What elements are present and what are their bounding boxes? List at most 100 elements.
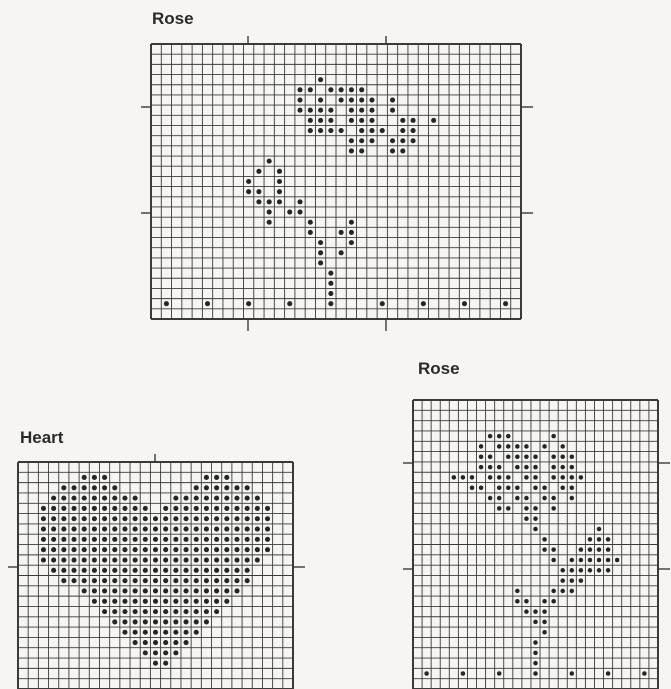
rose-right-dot (570, 496, 575, 501)
rose-right-dot (533, 671, 538, 676)
rose-right-dot (597, 568, 602, 573)
rose-right-dot (506, 444, 511, 449)
rose-right-dot (551, 589, 556, 594)
rose-right-dot (515, 485, 520, 490)
rose-right-dot (515, 589, 520, 594)
rose-right-dot (570, 454, 575, 459)
rose-right-dot (588, 547, 593, 552)
rose-right-dot (533, 475, 538, 480)
rose-right-dot (497, 671, 502, 676)
rose-right-dot (533, 516, 538, 521)
rose-right-dot (597, 537, 602, 542)
rose-right-dot (424, 671, 429, 676)
rose-right-dot (497, 485, 502, 490)
rose-right-dot (524, 465, 529, 470)
rose-right-dot (515, 496, 520, 501)
rose-right-dot (470, 485, 475, 490)
rose-right-dot (542, 485, 547, 490)
rose-right-dot (488, 496, 493, 501)
rose-right-dot (551, 475, 556, 480)
rose-right-dot (588, 568, 593, 573)
rose-right-dot (579, 547, 584, 552)
rose-right-dot (579, 578, 584, 583)
rose-right-dot (488, 434, 493, 439)
rose-right-dot (497, 434, 502, 439)
rose-right-dot (533, 609, 538, 614)
rose-right-dot (506, 434, 511, 439)
rose-right-dot (606, 547, 611, 552)
rose-right-dot (579, 558, 584, 563)
rose-right-dot (570, 485, 575, 490)
rose-right-dot (533, 661, 538, 666)
rose-right-dot (524, 496, 529, 501)
rose-right-dot (570, 475, 575, 480)
rose-right-dot (560, 568, 565, 573)
rose-right-dot (560, 485, 565, 490)
rose-right-dot (551, 434, 556, 439)
rose-right-dot (551, 558, 556, 563)
rose-right-dot (488, 454, 493, 459)
rose-right-dot (560, 475, 565, 480)
rose-right-dot (588, 558, 593, 563)
rose-right-dot (533, 454, 538, 459)
rose-right-dot (588, 537, 593, 542)
rose-right-dot (524, 609, 529, 614)
rose-right-dot (542, 599, 547, 604)
rose-right-dot (551, 454, 556, 459)
rose-right-dot (533, 620, 538, 625)
rose-right-grid (413, 400, 658, 689)
rose-right-dot (479, 485, 484, 490)
rose-right-dot (524, 506, 529, 511)
rose-right-dot (560, 454, 565, 459)
rose-right-dot (497, 475, 502, 480)
rose-right-dot (606, 568, 611, 573)
rose-right-dot (461, 671, 466, 676)
rose-right-dot (470, 475, 475, 480)
rose-right-dot (497, 496, 502, 501)
rose-right-dot (533, 465, 538, 470)
rose-right-dot (452, 475, 457, 480)
rose-right-dot (497, 465, 502, 470)
rose-right-dot (597, 547, 602, 552)
rose-right-dot (479, 465, 484, 470)
rose-right-dot (497, 444, 502, 449)
rose-right-dot (570, 589, 575, 594)
rose-right-dot (506, 485, 511, 490)
rose-right-dot (551, 506, 556, 511)
rose-right-dot (461, 475, 466, 480)
rose-right-dot (524, 516, 529, 521)
rose-right-dot (542, 609, 547, 614)
rose-right-dot (533, 527, 538, 532)
rose-right-dot (515, 444, 520, 449)
rose-right-dot (560, 589, 565, 594)
rose-right-dot (524, 475, 529, 480)
rose-right-dot (597, 527, 602, 532)
rose-right-dot (524, 454, 529, 459)
rose-right-dot (542, 444, 547, 449)
rose-right-dot (542, 537, 547, 542)
rose-right-dot (524, 599, 529, 604)
rose-right-dot (642, 671, 647, 676)
rose-right-dot (615, 558, 620, 563)
rose-right-dot (560, 578, 565, 583)
rose-right-dot (542, 496, 547, 501)
rose-right-dot (479, 454, 484, 459)
rose-right-dot (506, 475, 511, 480)
rose-right-dot (479, 444, 484, 449)
rose-right-dot (570, 465, 575, 470)
rose-right-dot (570, 671, 575, 676)
rose-right-dot (551, 496, 556, 501)
rose-right-dot (533, 651, 538, 656)
rose-right-dot (533, 485, 538, 490)
rose-right-dot (551, 599, 556, 604)
rose-right-dot (542, 620, 547, 625)
rose-right-dot (560, 444, 565, 449)
rose-right-dot (551, 547, 556, 552)
rose-right-dot (606, 558, 611, 563)
rose-right-dot (579, 475, 584, 480)
rose-right-dot (488, 465, 493, 470)
rose-right-dot (533, 506, 538, 511)
rose-right-dot (515, 599, 520, 604)
rose-right-dot (497, 506, 502, 511)
